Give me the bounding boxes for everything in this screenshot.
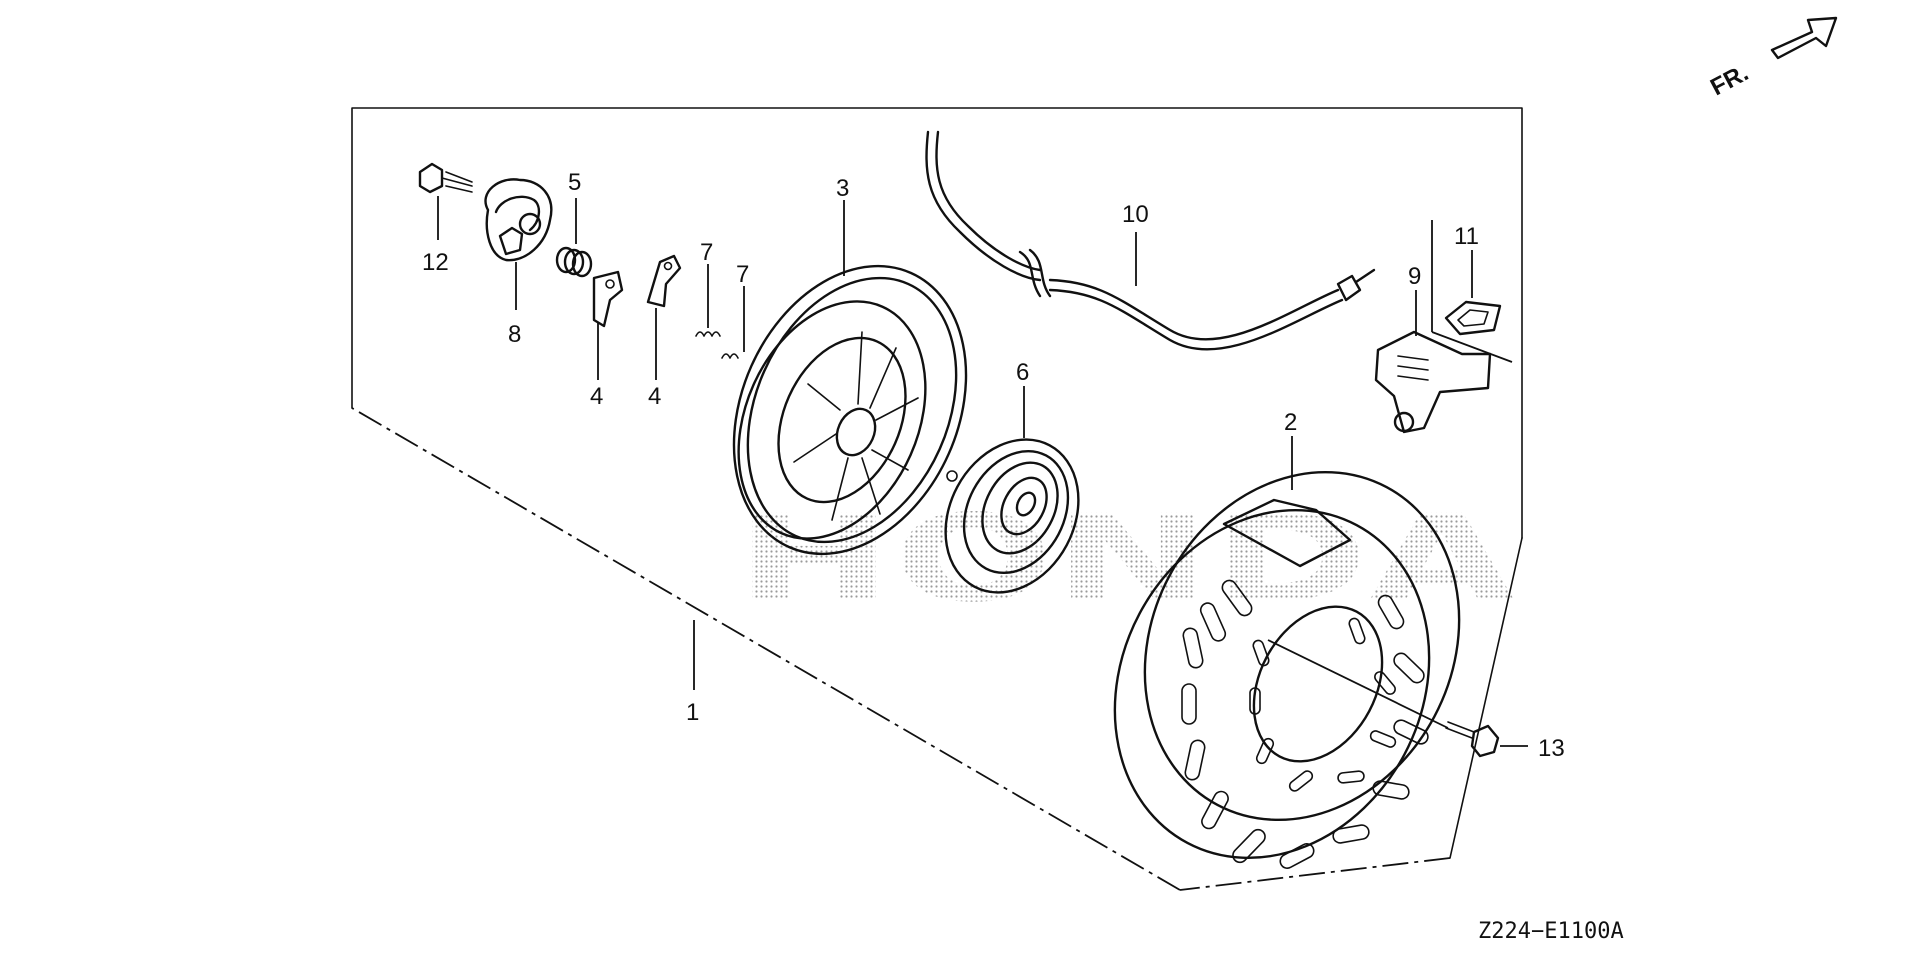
flange-bolt-13-icon: [1267, 639, 1528, 758]
starter-grip-9-icon: [1374, 220, 1513, 434]
starter-rope-10-icon: [925, 130, 1376, 351]
callout-12: 12: [422, 249, 449, 276]
assembly-frame: [351, 107, 1523, 891]
callout-8: 8: [508, 321, 521, 348]
callout-2: 2: [1284, 409, 1297, 436]
callout-4-left: 4: [590, 383, 603, 410]
ratchet-pawl-4-right-icon: [646, 254, 682, 380]
small-spring-7-b-icon: [721, 286, 745, 359]
starter-case-2-icon: [1113, 436, 1461, 869]
callout-7-b: 7: [736, 261, 749, 288]
callout-7-a: 7: [700, 239, 713, 266]
callout-1: 1: [686, 699, 699, 726]
case-vent-slots: [1181, 579, 1429, 869]
diagram-code: Z224−E1100A: [1478, 919, 1624, 944]
callout-3: 3: [836, 175, 849, 202]
recoil-spring-6-icon: [944, 386, 1080, 594]
callout-10: 10: [1122, 201, 1149, 228]
callout-4-right: 4: [648, 383, 661, 410]
callout-6: 6: [1016, 359, 1029, 386]
bolt-12-icon: [418, 162, 473, 240]
grip-insert-11-icon: [1444, 250, 1502, 336]
spring-5-icon: [555, 198, 593, 278]
callout-13: 13: [1538, 735, 1565, 762]
watermark: HONDA: [735, 490, 1515, 629]
reel-pulley-3-icon: [732, 200, 968, 556]
callout-9: 9: [1408, 263, 1421, 290]
ratchet-pawl-4-left-icon: [592, 270, 624, 380]
front-direction-arrow-icon: FR.: [1706, 16, 1838, 101]
direction-label: FR.: [1706, 59, 1753, 101]
callout-5: 5: [568, 169, 581, 196]
callout-11: 11: [1454, 223, 1479, 250]
ratchet-plate-8-icon: [484, 178, 553, 310]
small-spring-7-a-icon: [695, 264, 721, 337]
